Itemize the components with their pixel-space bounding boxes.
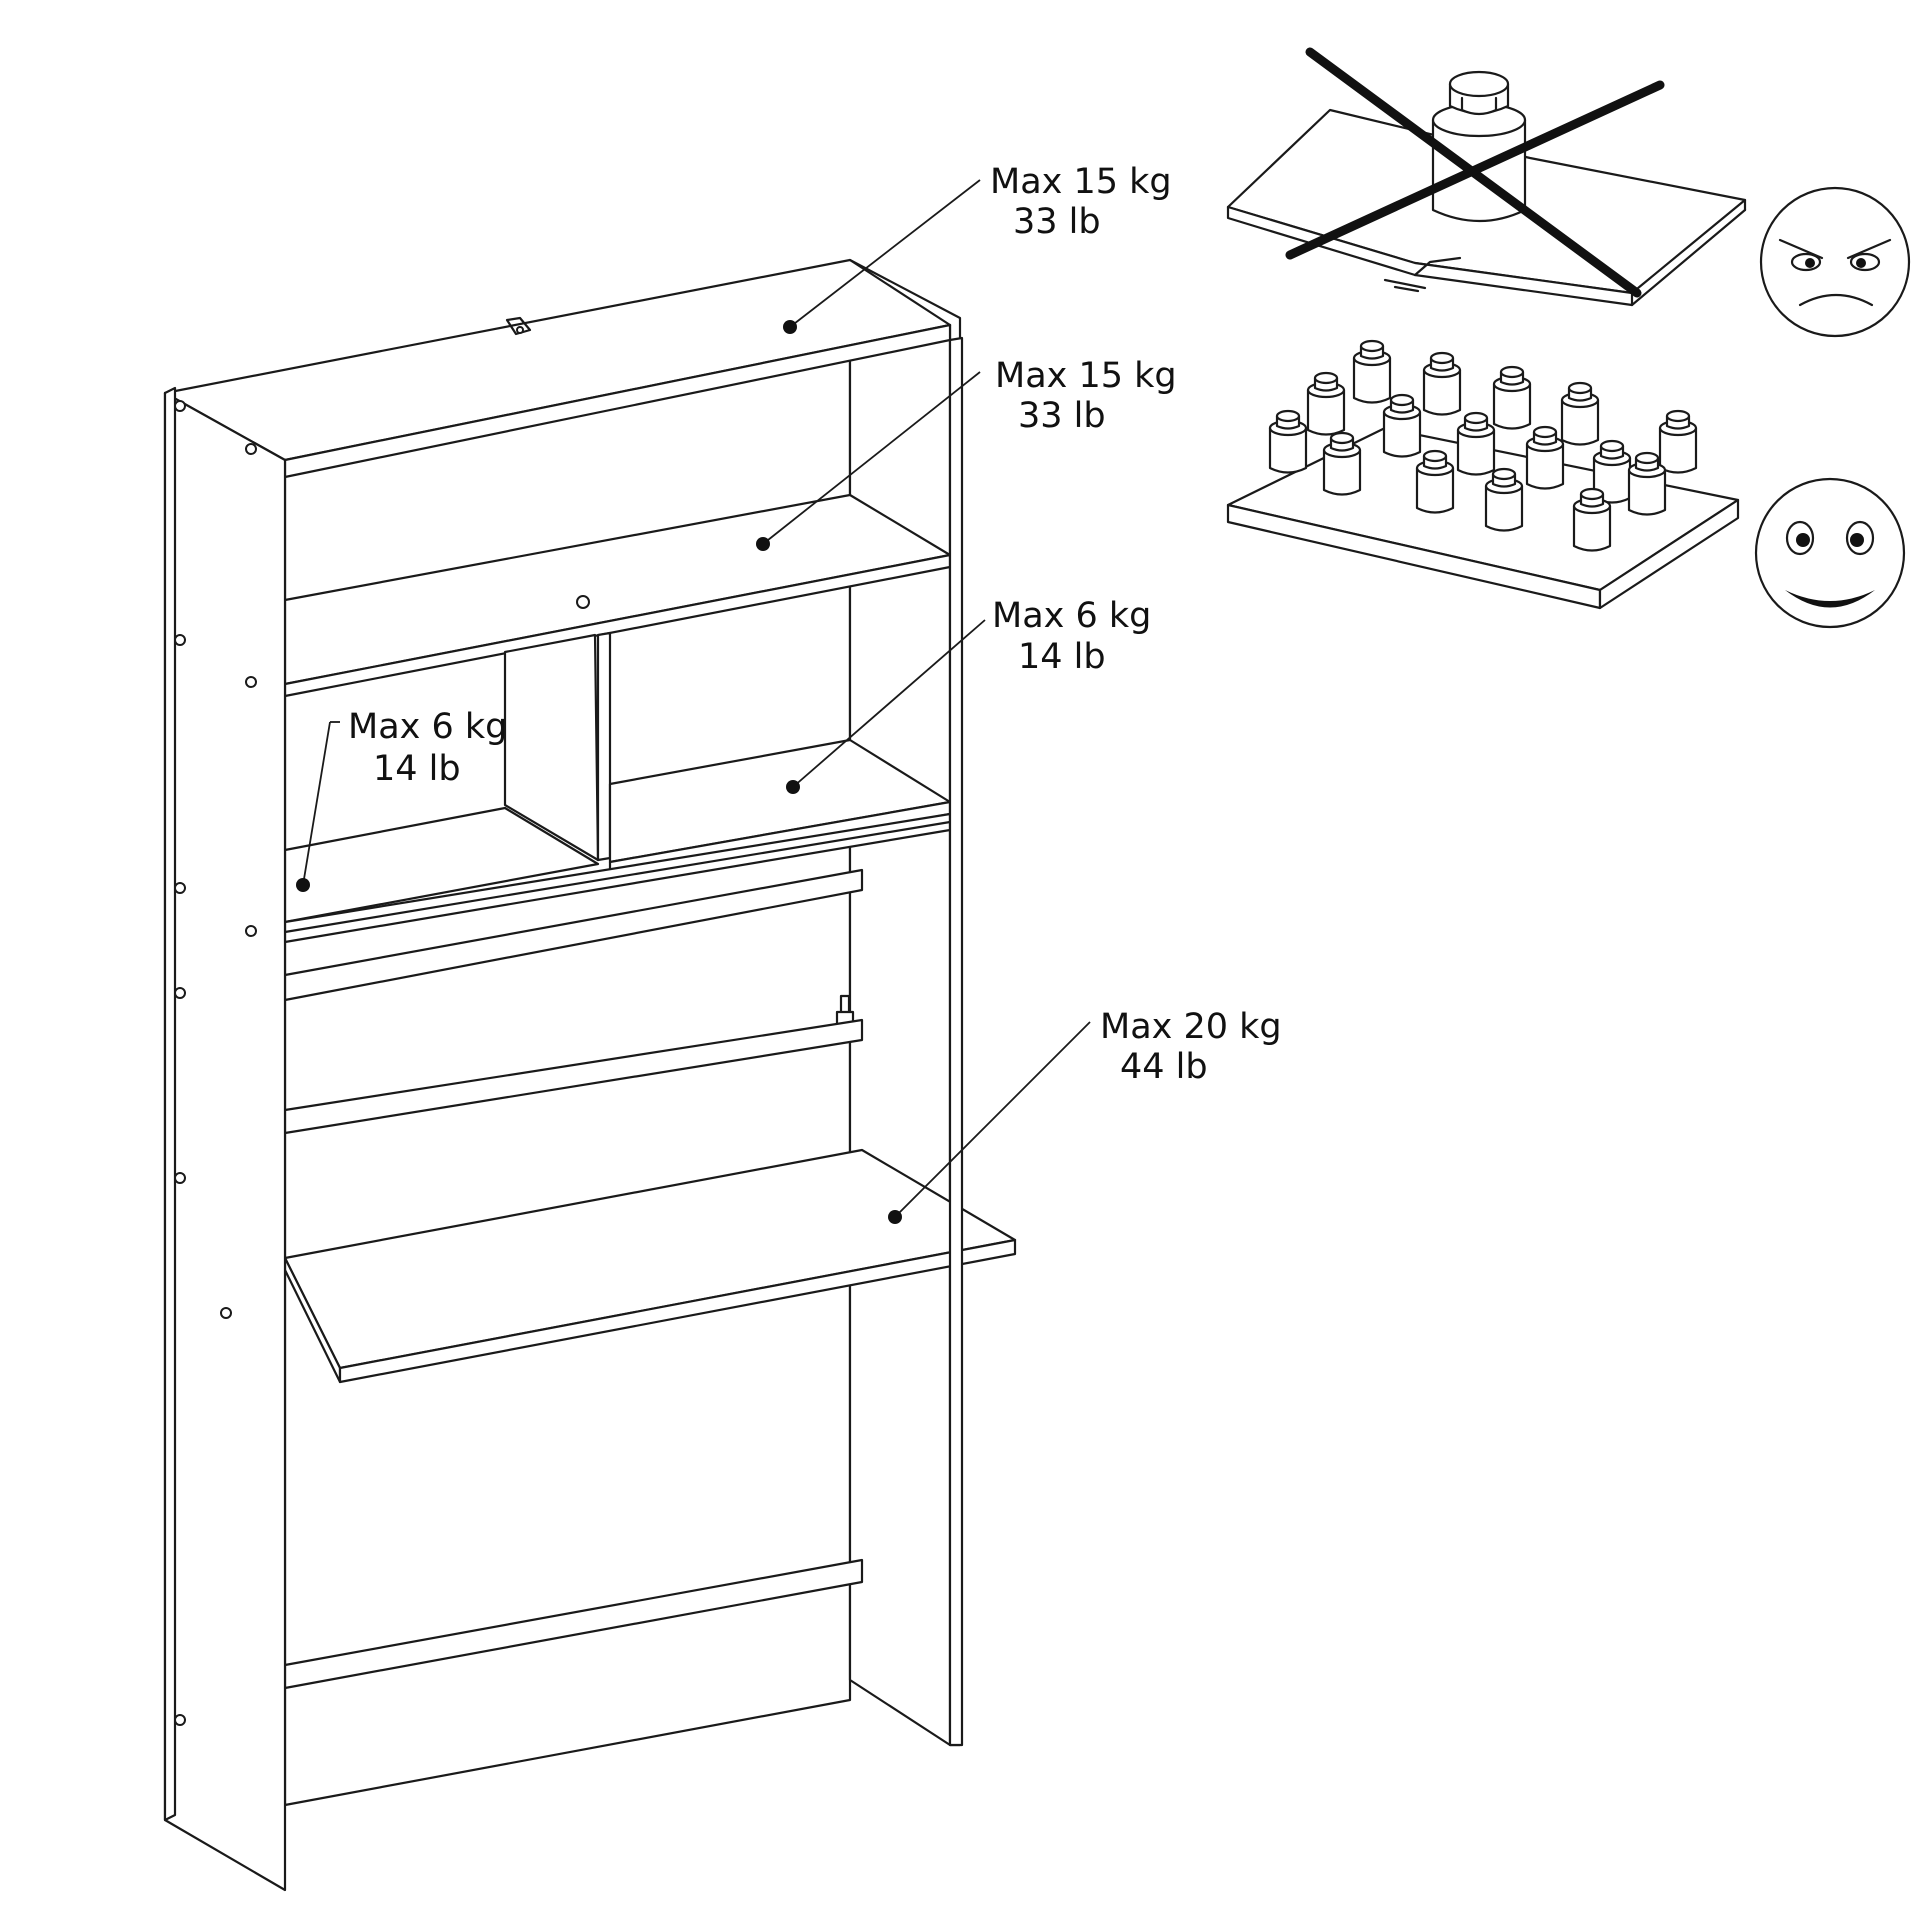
shelf-rail xyxy=(283,820,952,934)
small-weight-icon xyxy=(1572,487,1612,552)
load-point-right-compartment xyxy=(786,780,800,794)
side-panel-holes xyxy=(174,400,257,1726)
cable-hole xyxy=(576,595,590,609)
incorrect-load-example xyxy=(1226,47,1911,338)
label-right-compartment-lb: 14 lb xyxy=(1018,637,1106,677)
small-weight-icon xyxy=(1268,409,1308,474)
callout-top-panel: Max 15 kg 33 lb xyxy=(783,162,1172,334)
hinge-bracket-icon xyxy=(835,994,855,1026)
correct-load-example xyxy=(1226,339,1906,629)
load-point-left-compartment xyxy=(296,878,310,892)
callout-upper-shelf: Max 15 kg 33 lb xyxy=(756,356,1177,551)
load-point-desk-shelf xyxy=(888,1210,902,1224)
distributed-weights-icon xyxy=(1268,339,1698,552)
small-weight-icon xyxy=(1382,393,1422,458)
cross-out-icon xyxy=(1285,47,1665,298)
small-weight-icon xyxy=(1525,425,1565,490)
small-weight-icon xyxy=(1306,371,1346,436)
small-weight-icon xyxy=(1352,339,1392,404)
small-weight-icon xyxy=(1422,351,1462,416)
small-weight-icon xyxy=(1456,411,1496,476)
label-desk-shelf-kg: Max 20 kg xyxy=(1100,1007,1282,1047)
compartment-divider-front xyxy=(596,631,612,862)
label-upper-shelf-lb: 33 lb xyxy=(1018,396,1106,436)
label-left-compartment-lb: 14 lb xyxy=(373,749,461,789)
small-weight-icon xyxy=(1492,365,1532,430)
label-desk-shelf-lb: 44 lb xyxy=(1120,1047,1208,1087)
wall-bracket-icon xyxy=(505,316,532,336)
happy-face-icon xyxy=(1754,477,1906,629)
left-side-panel-edge xyxy=(163,386,177,1822)
label-right-compartment-kg: Max 6 kg xyxy=(992,596,1151,636)
label-upper-shelf-kg: Max 15 kg xyxy=(995,356,1177,396)
small-weight-icon xyxy=(1322,431,1362,496)
label-left-compartment-kg: Max 6 kg xyxy=(348,707,507,747)
bookcase-desk-drawing xyxy=(163,258,1017,1892)
small-weight-icon xyxy=(1658,409,1698,474)
small-weight-icon xyxy=(1560,381,1600,446)
load-point-upper-shelf xyxy=(756,537,770,551)
left-side-panel-face xyxy=(163,391,287,1892)
right-side-panel-front xyxy=(948,336,964,1747)
desk-shelf-front-edge xyxy=(338,1238,1017,1384)
callout-right-compartment: Max 6 kg 14 lb xyxy=(786,596,1151,794)
angry-face-icon xyxy=(1759,186,1911,338)
callout-left-compartment: Max 6 kg 14 lb xyxy=(296,707,507,892)
small-weight-icon xyxy=(1627,451,1667,516)
load-point-top-panel xyxy=(783,320,797,334)
label-top-panel-kg: Max 15 kg xyxy=(990,162,1172,202)
label-top-panel-lb: 33 lb xyxy=(1013,202,1101,242)
callout-desk-shelf: Max 20 kg 44 lb xyxy=(888,1007,1282,1224)
small-weight-icon xyxy=(1484,467,1524,532)
small-weight-icon xyxy=(1415,449,1455,514)
